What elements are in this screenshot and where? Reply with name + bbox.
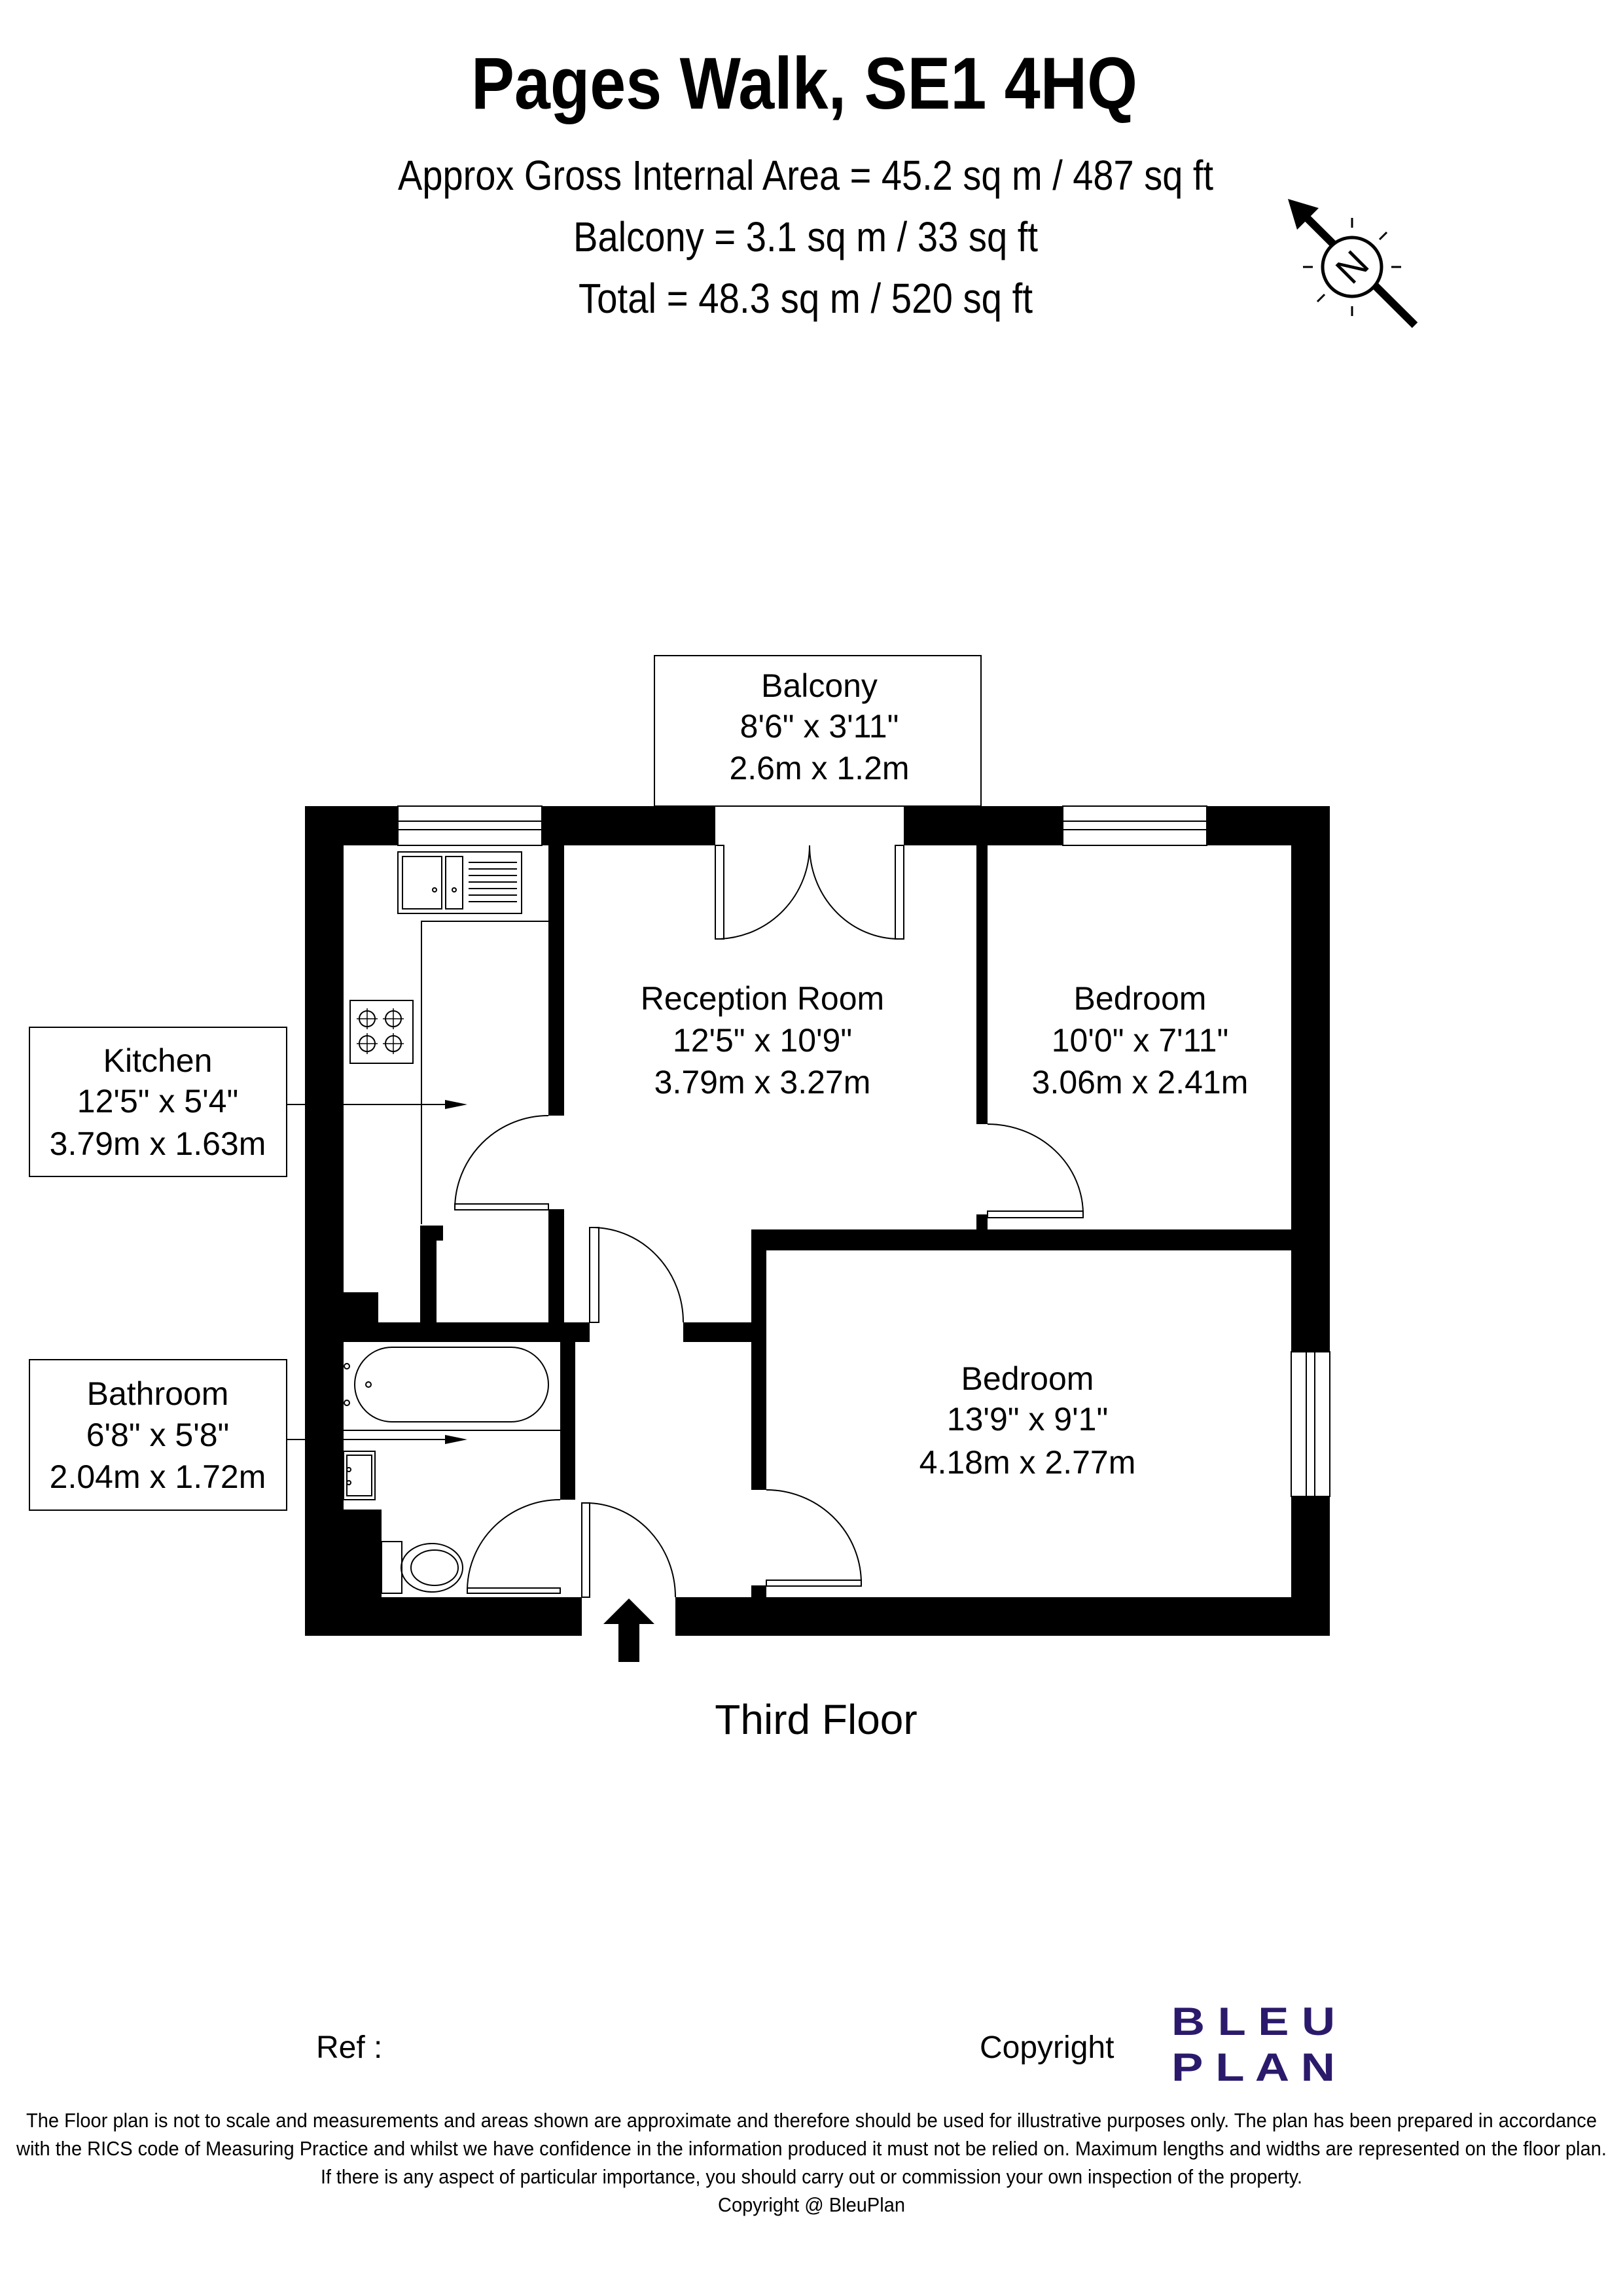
page-title: Pages Walk, SE1 4HQ [471,43,1137,124]
copyright-label: Copyright [980,2030,1114,2065]
svg-text:Bedroom: Bedroom [1074,980,1207,1017]
disclaimer-copyright: Copyright @ BleuPlan [718,2193,905,2216]
bathroom-door [467,1499,561,1594]
bathroom-label-box: Bathroom 6'8" x 5'8" 2.04m x 1.72m [29,1359,467,1511]
gross-area-text: Approx Gross Internal Area = 45.2 sq m /… [398,152,1213,199]
room-label-bedroom-2: Bedroom 13'9" x 9'1" 4.18m x 2.77m [919,1360,1136,1481]
svg-text:2.6m x 1.2m: 2.6m x 1.2m [729,750,909,786]
balcony-outline [654,655,982,807]
floor-label: Third Floor [715,1696,917,1743]
window-bedroom [1062,805,1207,846]
window-kitchen [397,805,543,846]
room-label-bedroom: Bedroom 10'0" x 7'11" 3.06m x 2.41m [1032,980,1249,1101]
svg-text:3.06m x 2.41m: 3.06m x 2.41m [1032,1064,1249,1101]
svg-text:B L E U: B L E U [1171,2000,1335,2043]
bedroom-2-door [766,1489,862,1587]
ref-label: Ref : [316,2030,382,2065]
room-label-reception: Reception Room 12'5" x 10'9" 3.79m x 3.2… [641,980,884,1101]
disclaimer-line-2: with the RICS code of Measuring Practice… [16,2137,1607,2160]
svg-text:Bedroom: Bedroom [961,1360,1094,1397]
walls [305,806,1330,1636]
bleuplan-logo: B L E U P L A N [1171,2000,1335,2089]
svg-text:8'6" x 3'11": 8'6" x 3'11" [740,708,899,745]
svg-text:Balcony: Balcony [761,667,878,704]
svg-text:13'9" x 9'1": 13'9" x 9'1" [947,1401,1108,1438]
disclaimer-line-1: The Floor plan is not to scale and measu… [26,2109,1597,2132]
svg-text:12'5" x 5'4": 12'5" x 5'4" [77,1083,238,1120]
compass-icon: N [1288,199,1418,328]
bath-icon [344,1347,560,1431]
entrance-arrow-icon [603,1598,654,1662]
kitchen-sink-icon [397,851,522,914]
svg-text:3.79m x 1.63m: 3.79m x 1.63m [50,1125,266,1162]
svg-text:P L A N: P L A N [1171,2045,1335,2089]
svg-text:2.04m x 1.72m: 2.04m x 1.72m [50,1458,266,1495]
svg-text:4.18m x 2.77m: 4.18m x 2.77m [919,1444,1136,1481]
svg-text:10'0" x 7'11": 10'0" x 7'11" [1052,1022,1229,1059]
kitchen-label-box: Kitchen 12'5" x 5'4" 3.79m x 1.63m [29,1027,467,1177]
window-bedroom-2 [1291,1351,1330,1497]
hob-icon [349,1000,414,1064]
svg-text:Reception Room: Reception Room [641,980,884,1017]
entrance-door [581,1502,676,1598]
total-area-text: Total = 48.3 sq m / 520 sq ft [579,275,1033,322]
toilet-icon [381,1541,463,1594]
svg-text:Bathroom: Bathroom [87,1375,229,1412]
room-label-balcony: Balcony 8'6" x 3'11" 2.6m x 1.2m [729,667,909,786]
kitchen-counter [421,921,548,1224]
basin-icon [343,1451,376,1500]
bedroom-door [987,1123,1084,1218]
svg-text:Kitchen: Kitchen [103,1042,213,1079]
svg-text:3.79m x 3.27m: 3.79m x 3.27m [654,1064,871,1101]
svg-text:6'8" x 5'8": 6'8" x 5'8" [86,1417,230,1453]
hall-door [589,1227,684,1323]
svg-text:12'5" x 10'9": 12'5" x 10'9" [673,1022,852,1059]
balcony-area-text: Balcony = 3.1 sq m / 33 sq ft [573,213,1038,260]
disclaimer-line-3: If there is any aspect of particular imp… [321,2165,1302,2188]
balcony-french-doors [715,845,904,940]
kitchen-door [454,1115,549,1210]
